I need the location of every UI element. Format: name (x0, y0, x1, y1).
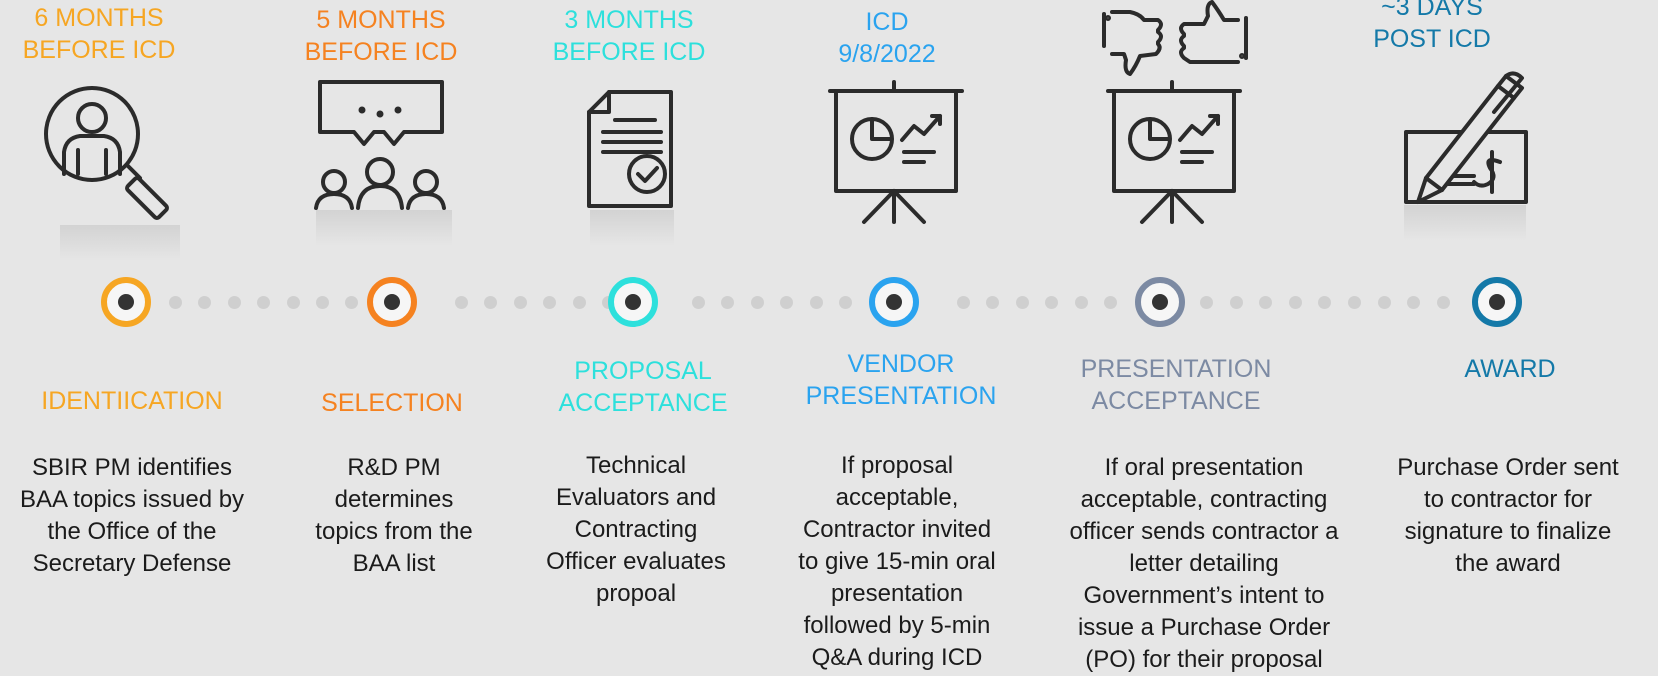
step-2-title: SELECTION (321, 389, 463, 417)
step-2-description: R&D PM determines topics from the BAA li… (315, 454, 473, 577)
connector-dot (1407, 296, 1420, 309)
connector-dot (1016, 296, 1029, 309)
pen-signing-check-icon (1402, 71, 1532, 212)
connector-dot (721, 296, 734, 309)
step-4-title: VENDOR PRESENTATION (805, 350, 997, 410)
step-5-description: If oral presentation acceptable, contrac… (1069, 454, 1339, 673)
step-3-title: PROPOSAL ACCEPTANCE (558, 357, 728, 417)
step-5-title: PRESENTATION ACCEPTANCE (1080, 355, 1272, 415)
step-1-node (101, 277, 151, 327)
step-4-timing: ICD 9/8/2022 (838, 8, 936, 68)
connector-dot (1200, 296, 1213, 309)
step-2-timing: 5 MONTHS BEFORE ICD (304, 6, 458, 66)
connector-dot (1075, 296, 1088, 309)
connector-dot (1348, 296, 1361, 309)
step-4-node (869, 277, 919, 327)
step-4-description: If proposal acceptable, Contractor invit… (798, 452, 996, 671)
thumbs-presentation-icon (1100, 0, 1260, 230)
connector-dot (1378, 296, 1391, 309)
connector-dot (692, 296, 705, 309)
connector-dot (780, 296, 793, 309)
connector-dot (1437, 296, 1450, 309)
step-6-title: AWARD (1464, 355, 1556, 383)
pen-signing-check-icon-reflection (1404, 205, 1526, 241)
group-discussion-icon-reflection (316, 210, 452, 246)
connector-dot (455, 296, 468, 309)
connector-dot (345, 296, 358, 309)
connector-dot (484, 296, 497, 309)
step-1-description: SBIR PM identifies BAA topics issued by … (19, 454, 245, 577)
step-6-timing: ~3 DAYS POST ICD (1373, 0, 1491, 53)
connector-dot (198, 296, 211, 309)
step-3-node (608, 277, 658, 327)
connector-dot (1230, 296, 1243, 309)
connector-dot (1318, 296, 1331, 309)
connector-dot (287, 296, 300, 309)
approved-document-icon-reflection (590, 210, 674, 246)
step-3-timing: 3 MONTHS BEFORE ICD (552, 6, 706, 66)
approved-document-icon (585, 90, 675, 215)
connector-dot (228, 296, 241, 309)
connector-dot (169, 296, 182, 309)
group-discussion-icon (314, 76, 454, 221)
connector-dot (573, 296, 586, 309)
step-1-timing: 6 MONTHS BEFORE ICD (22, 4, 176, 64)
connector-dot (316, 296, 329, 309)
connector-dot (1104, 296, 1117, 309)
connector-dot (1045, 296, 1058, 309)
connector-dot (543, 296, 556, 309)
connector-dot (810, 296, 823, 309)
connector-dot (957, 296, 970, 309)
step-6-node (1472, 277, 1522, 327)
step-6-description: Purchase Order sent to contractor for si… (1397, 454, 1619, 577)
step-5-node (1135, 277, 1185, 327)
person-search-icon (42, 78, 182, 233)
step-3-description: Technical Evaluators and Contracting Off… (546, 452, 726, 607)
connector-dot (839, 296, 852, 309)
connector-dot (751, 296, 764, 309)
connector-dot (1259, 296, 1272, 309)
connector-dot (986, 296, 999, 309)
step-1-title: IDENTIICATION (41, 387, 223, 415)
person-search-icon-reflection (60, 225, 180, 261)
connector-dot (514, 296, 527, 309)
presentation-board-icon (828, 80, 968, 232)
connector-dot (1289, 296, 1302, 309)
step-2-node (367, 277, 417, 327)
connector-dot (257, 296, 270, 309)
